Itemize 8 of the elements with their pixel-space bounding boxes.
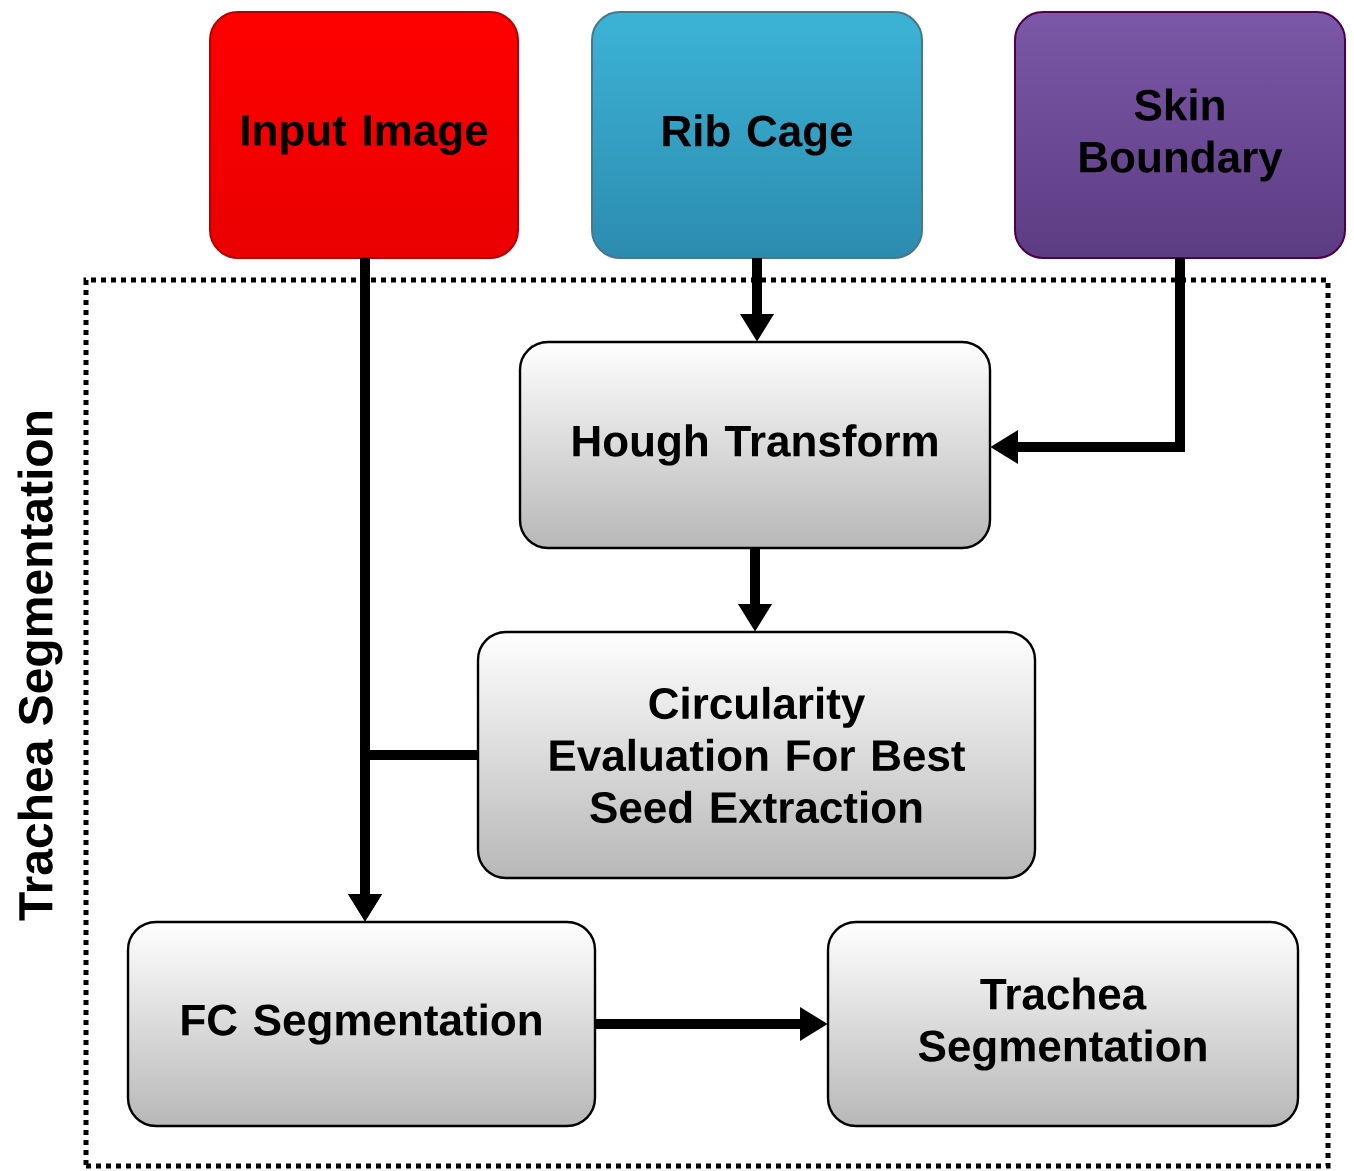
process-box: Trachea Segmentation	[826, 920, 1300, 1128]
node-label: Trachea Segmentation	[17, 411, 63, 921]
input-box: Input Image	[209, 11, 519, 259]
input-box: Rib Cage	[591, 11, 923, 259]
process-box: Hough Transform	[518, 340, 992, 550]
input-box: Skin Boundary	[1014, 11, 1346, 259]
process-box: Circularity Evaluation For Best Seed Extraction	[476, 630, 1037, 880]
process-box: FC Segmentation	[126, 920, 597, 1128]
